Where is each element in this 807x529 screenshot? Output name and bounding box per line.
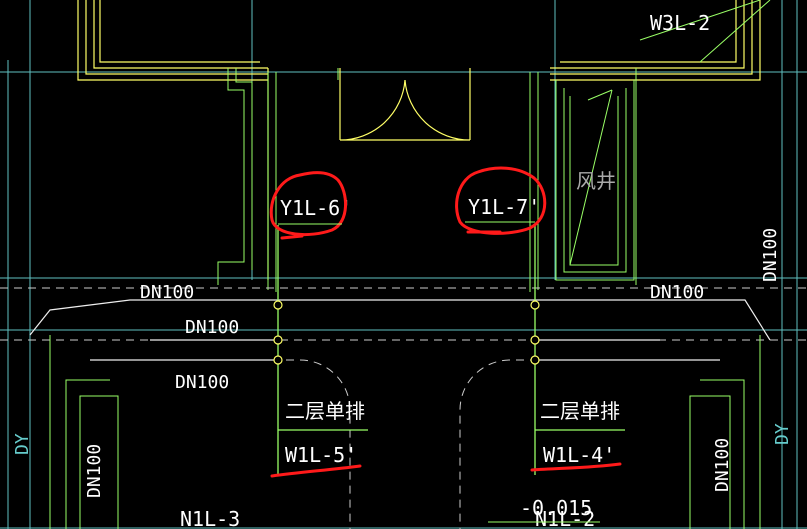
- red-markup: [269, 166, 622, 478]
- label-w1l5: W1L-5': [285, 443, 357, 467]
- lower-room-walls: [49, 335, 761, 529]
- label-n1l2: N1L-2: [535, 507, 595, 529]
- label-dn100-right-top: DN100: [650, 282, 704, 303]
- label-y1l7: Y1L-7': [468, 195, 540, 219]
- green-walls: [217, 0, 771, 292]
- markup-underline-w1l5: [270, 464, 362, 478]
- riser-lines: [277, 225, 625, 475]
- label-dn100-vertical-right: DN100: [760, 228, 781, 282]
- markup-circle-y1l6: [269, 171, 348, 240]
- upper-room-walls: [77, 0, 761, 280]
- label-dn100-vertical-left: DN100: [84, 444, 105, 498]
- label-w3l2: W3L-2: [650, 11, 710, 35]
- label-second-floor-left: 二层单排: [285, 399, 365, 423]
- label-dy-left: DY: [12, 433, 33, 455]
- markup-circle-y1l7: [455, 166, 547, 235]
- pipe-routing: [29, 299, 771, 361]
- label-elevation: -0.015: [520, 496, 592, 520]
- pipe-nodes: [273, 300, 540, 365]
- markup-underline-w1l4: [530, 462, 622, 472]
- label-underlines: [278, 221, 600, 523]
- label-y1l6: Y1L-6': [280, 196, 352, 220]
- label-dn100-left-low: DN100: [175, 372, 229, 393]
- label-wind-shaft: 风井: [576, 169, 616, 193]
- label-w1l4: W1L-4': [543, 443, 615, 467]
- label-dn100-vertical-bottom-right: DN100: [712, 438, 733, 492]
- dashed-lines: [0, 287, 807, 529]
- label-dy-right: DY: [772, 423, 793, 445]
- label-second-floor-right: 二层单排: [540, 399, 620, 423]
- label-dn100-left-top: DN100: [140, 282, 194, 303]
- drawing-text: W3L-2 风井 Y1L-6' Y1L-7' DN100 DN100 DN100…: [12, 11, 793, 529]
- label-dn100-mid: DN100: [185, 317, 239, 338]
- label-n1l3: N1L-3: [180, 507, 240, 529]
